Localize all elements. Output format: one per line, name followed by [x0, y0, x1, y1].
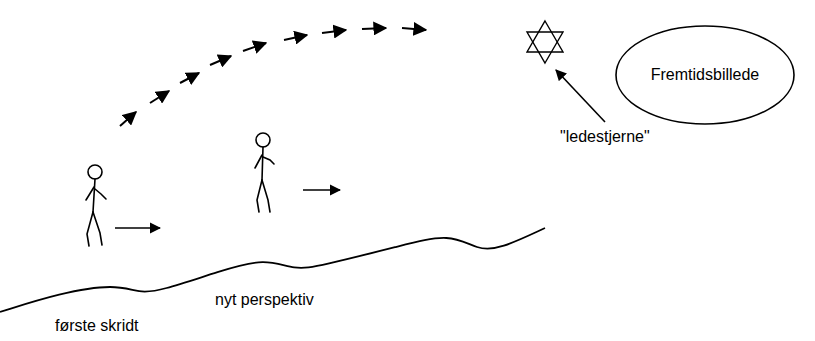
step-arrow	[115, 190, 340, 228]
stick-figure	[86, 165, 106, 246]
step-label: nyt perspektiv	[215, 291, 314, 309]
node-text: Fremtidsbillede	[651, 66, 759, 84]
stick-figure	[255, 133, 274, 212]
ground-line	[0, 228, 545, 312]
path-arrows	[120, 28, 426, 126]
star-label: "ledestjerne"	[560, 128, 650, 146]
pointer-arrow	[556, 70, 605, 122]
step-label: første skridt	[55, 317, 139, 335]
vision-ellipse: Fremtidsbillede	[615, 25, 795, 125]
guiding-star	[527, 21, 563, 63]
ground-line	[0, 228, 545, 312]
